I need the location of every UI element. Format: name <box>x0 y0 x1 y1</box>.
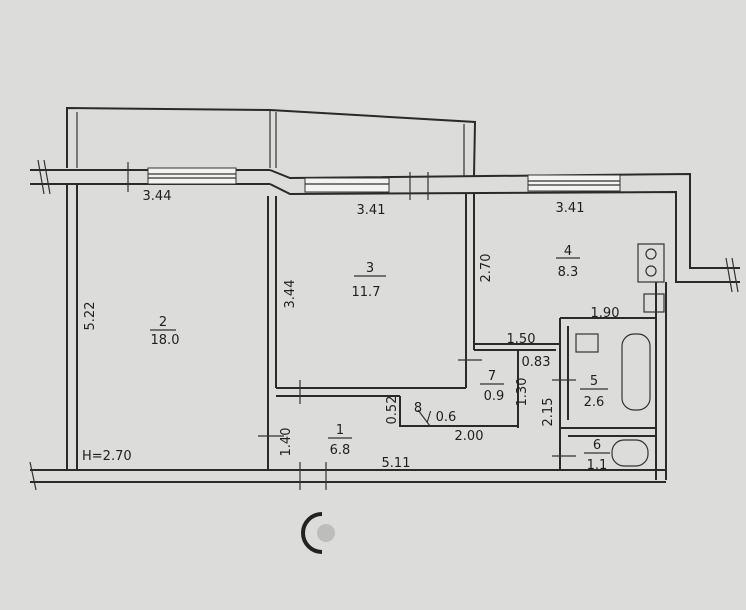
dim-room3-width: 3.41 <box>357 203 386 218</box>
interior-walls <box>267 194 656 470</box>
dim-hall-width: 5.11 <box>382 456 411 471</box>
room-4-area: 8.3 <box>558 265 579 280</box>
room-8-separator: / <box>427 410 432 425</box>
bathtub-icon <box>621 333 651 411</box>
dim-wc-depth: 0.83 <box>522 355 551 370</box>
dim-wc-width: 1.50 <box>507 332 536 347</box>
room-7-area: 0.9 <box>484 389 505 404</box>
room-3-number: 3 <box>366 261 374 276</box>
balcony <box>66 106 477 177</box>
dim-bath-width: 1.90 <box>591 306 620 321</box>
dim-room4-width: 3.41 <box>556 201 585 216</box>
room-2-number: 2 <box>159 315 167 330</box>
dim-bath-len: 2.15 <box>541 398 556 427</box>
sink-icon <box>643 293 665 313</box>
dim-corridor-width: 2.00 <box>455 429 484 444</box>
dim-closet7-len: 1.30 <box>515 378 530 407</box>
fixtures <box>575 243 665 467</box>
room-8-area: 0.6 <box>436 410 457 425</box>
windows <box>147 167 621 193</box>
dim-room4-length: 2.70 <box>479 254 494 283</box>
room-6-number: 6 <box>593 438 601 453</box>
room-1-area: 6.8 <box>330 443 351 458</box>
stove-icon <box>637 243 665 283</box>
room-6-area: 1.1 <box>587 458 608 473</box>
ceiling-height: H=2.70 <box>82 449 132 464</box>
washbasin-icon <box>575 333 599 353</box>
toilet-icon <box>611 439 649 467</box>
compass-icon <box>301 512 323 554</box>
dim-closet8-len: 0.52 <box>385 396 400 425</box>
dimension-labels: 3.44 3.41 3.41 5.22 3.44 2.70 1.90 1.50 … <box>82 189 619 471</box>
dim-hall-depth: 1.40 <box>279 428 294 457</box>
room-5-number: 5 <box>590 374 598 389</box>
dim-room2-length: 5.22 <box>83 302 98 331</box>
door-marks <box>127 162 576 490</box>
room-5-area: 2.6 <box>584 395 605 410</box>
dim-room2-width: 3.44 <box>143 189 172 204</box>
room-2-area: 18.0 <box>151 333 180 348</box>
room-labels: 2 18.0 3 11.7 4 8.3 1 6.8 7 0.9 5 2.6 6 … <box>150 244 610 473</box>
room-1-number: 1 <box>336 423 344 438</box>
room-8-number: 8 <box>414 401 422 416</box>
room-7-number: 7 <box>488 369 496 384</box>
room-4-number: 4 <box>564 244 572 259</box>
compass-center <box>317 524 335 542</box>
dim-room3-length: 3.44 <box>283 280 298 309</box>
room-3-area: 11.7 <box>352 285 381 300</box>
